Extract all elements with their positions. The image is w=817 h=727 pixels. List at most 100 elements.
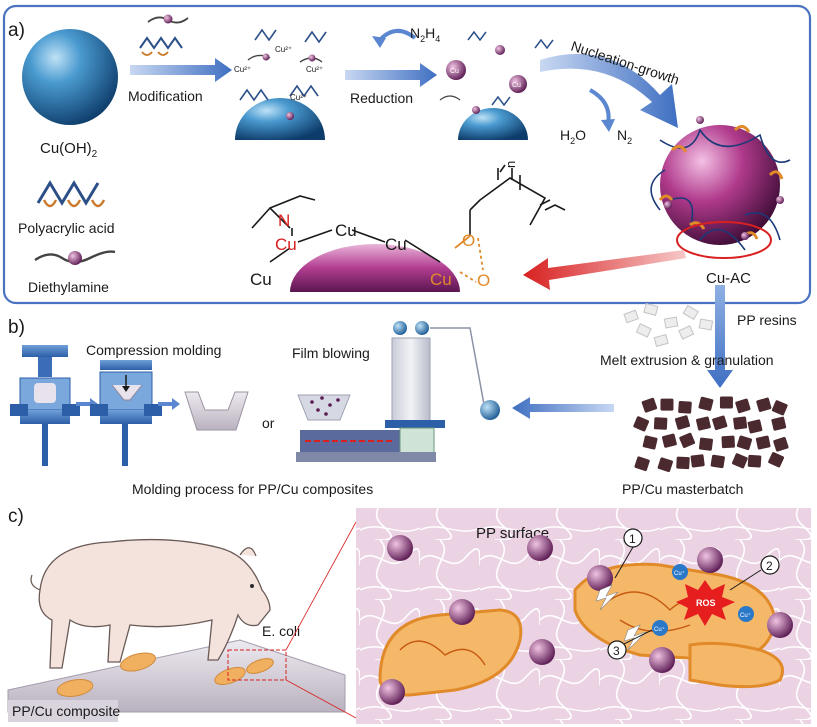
masterbatch-pellet [732,453,748,469]
struct-cu-5: Cu [430,270,452,289]
masterbatch-pellet [771,416,787,431]
cu-ac-highlight-ring [676,221,772,259]
reduction-arrow [345,63,437,87]
extrusion-down-arrow [707,285,733,388]
composite-label: PP/Cu composite [12,703,120,719]
compression-mold-1 [10,345,80,466]
byproduct-arrowhead [601,119,615,132]
plate-bacteria [56,652,274,697]
pp-surface-label: PP surface [476,525,549,542]
masterbatch-pellet [674,415,691,430]
masterbatch-pellet [756,397,772,412]
masterbatch-pellet [747,454,762,468]
h2o-label: H2O [560,127,586,146]
masterbatch-pellet [755,435,771,450]
melt-extrusion-label: Melt extrusion & granulation [600,352,774,368]
ros-burst [676,580,735,626]
masterbatch-pellet [653,417,668,430]
masterbatch-to-process-arrow [512,397,614,419]
cu-plus-label-3: Cu⁺ [740,612,751,619]
cuoh2-sphere [22,29,118,125]
masterbatch-pellet [698,396,714,411]
pp-resins-label: PP resins [737,312,797,328]
compression-mold-2 [90,360,162,466]
masterbatch-pellet [698,437,713,451]
inset-bacteria [378,562,784,697]
structure-dome [290,244,460,292]
marker-1-label: 1 [629,532,636,546]
reduction-label: Reduction [350,90,413,106]
modification-arrow [130,58,232,82]
cu-ac-label: Cu-AC [706,270,751,287]
masterbatch-pellet [712,415,728,431]
cu2plus-label-4: Cu²⁺ [290,93,307,102]
reduced-particle [439,30,554,140]
struct-n: N [278,211,290,230]
panel-b-label: b) [8,317,25,338]
masterbatch-pellet [641,397,658,413]
masterbatch-pellet [696,416,711,431]
masterbatch-pellet [633,416,650,432]
struct-cu-4: Cu [250,270,272,289]
cu-ac-particle [650,116,791,251]
masterbatch-pellet [719,396,733,409]
zoom-red-arrow [523,250,686,290]
struct-cu-2: Cu [335,221,357,240]
modified-particle [235,28,327,140]
byproduct-curved-arrow [588,88,611,125]
cu2plus-label-3: Cu²⁺ [306,65,323,74]
masterbatch-pellet [661,433,677,448]
masterbatch-pellet [771,400,788,416]
ecoli-label: E. coli [262,623,300,639]
modification-label: Modification [128,88,203,104]
marker-2-line [729,569,762,591]
marker-1-line [614,546,634,579]
masterbatch-pellet [657,457,673,473]
masterbatch-pellet [736,435,753,451]
cu-small-label-1: Cu [450,68,459,75]
masterbatch-pellet [773,436,789,452]
pp-resin-granules [623,302,714,347]
zoom-source-box [227,649,287,681]
diethylamine-label: Diethylamine [28,279,109,295]
masterbatch-pellets [633,396,789,473]
masterbatch-pellet [660,398,674,411]
panel-c-label: c) [8,506,24,527]
marker-3-line [623,629,653,645]
nucleation-arrow [540,53,678,129]
n2-label: N2 [617,127,632,146]
zoom-lines [285,521,357,719]
molded-part [184,391,249,431]
structure-coordination [454,235,484,283]
film-blowing-machine [296,321,500,462]
composite-label-bg [8,700,118,722]
masterbatch-pellet [678,400,692,414]
struct-o-2: O [477,271,490,290]
marker-2-label: 2 [766,559,773,573]
n2h4-label: N2H4 [410,25,440,44]
cu-plus-label-2: Cu⁺ [654,626,665,633]
marker-2 [760,555,780,575]
struct-n-subscript: n [503,161,518,168]
masterbatch-pellet [679,432,696,448]
structure-bonds [251,164,566,263]
or-label: or [262,415,275,431]
struct-o-1: O [462,231,475,250]
cu-small-label-2: Cu [512,82,521,89]
masterbatch-pellet [634,456,650,472]
marker-3-label: 3 [613,644,620,658]
inset-cu-ions [652,564,754,636]
masterbatch-label: PP/Cu masterbatch [622,481,743,497]
masterbatch-pellet [690,454,705,468]
struct-cu-3: Cu [385,235,407,254]
cu2plus-label-2: Cu²⁺ [275,45,292,54]
marker-3 [607,640,627,660]
molding-process-label: Molding process for PP/Cu composites [132,481,373,497]
cu2plus-label-1: Cu²⁺ [234,65,251,74]
film-blowing-label: Film blowing [292,345,370,361]
panel-a-frame [2,4,812,305]
masterbatch-pellet [735,398,751,414]
n2h4-arrowhead [372,36,386,48]
masterbatch-pellet [747,419,763,434]
